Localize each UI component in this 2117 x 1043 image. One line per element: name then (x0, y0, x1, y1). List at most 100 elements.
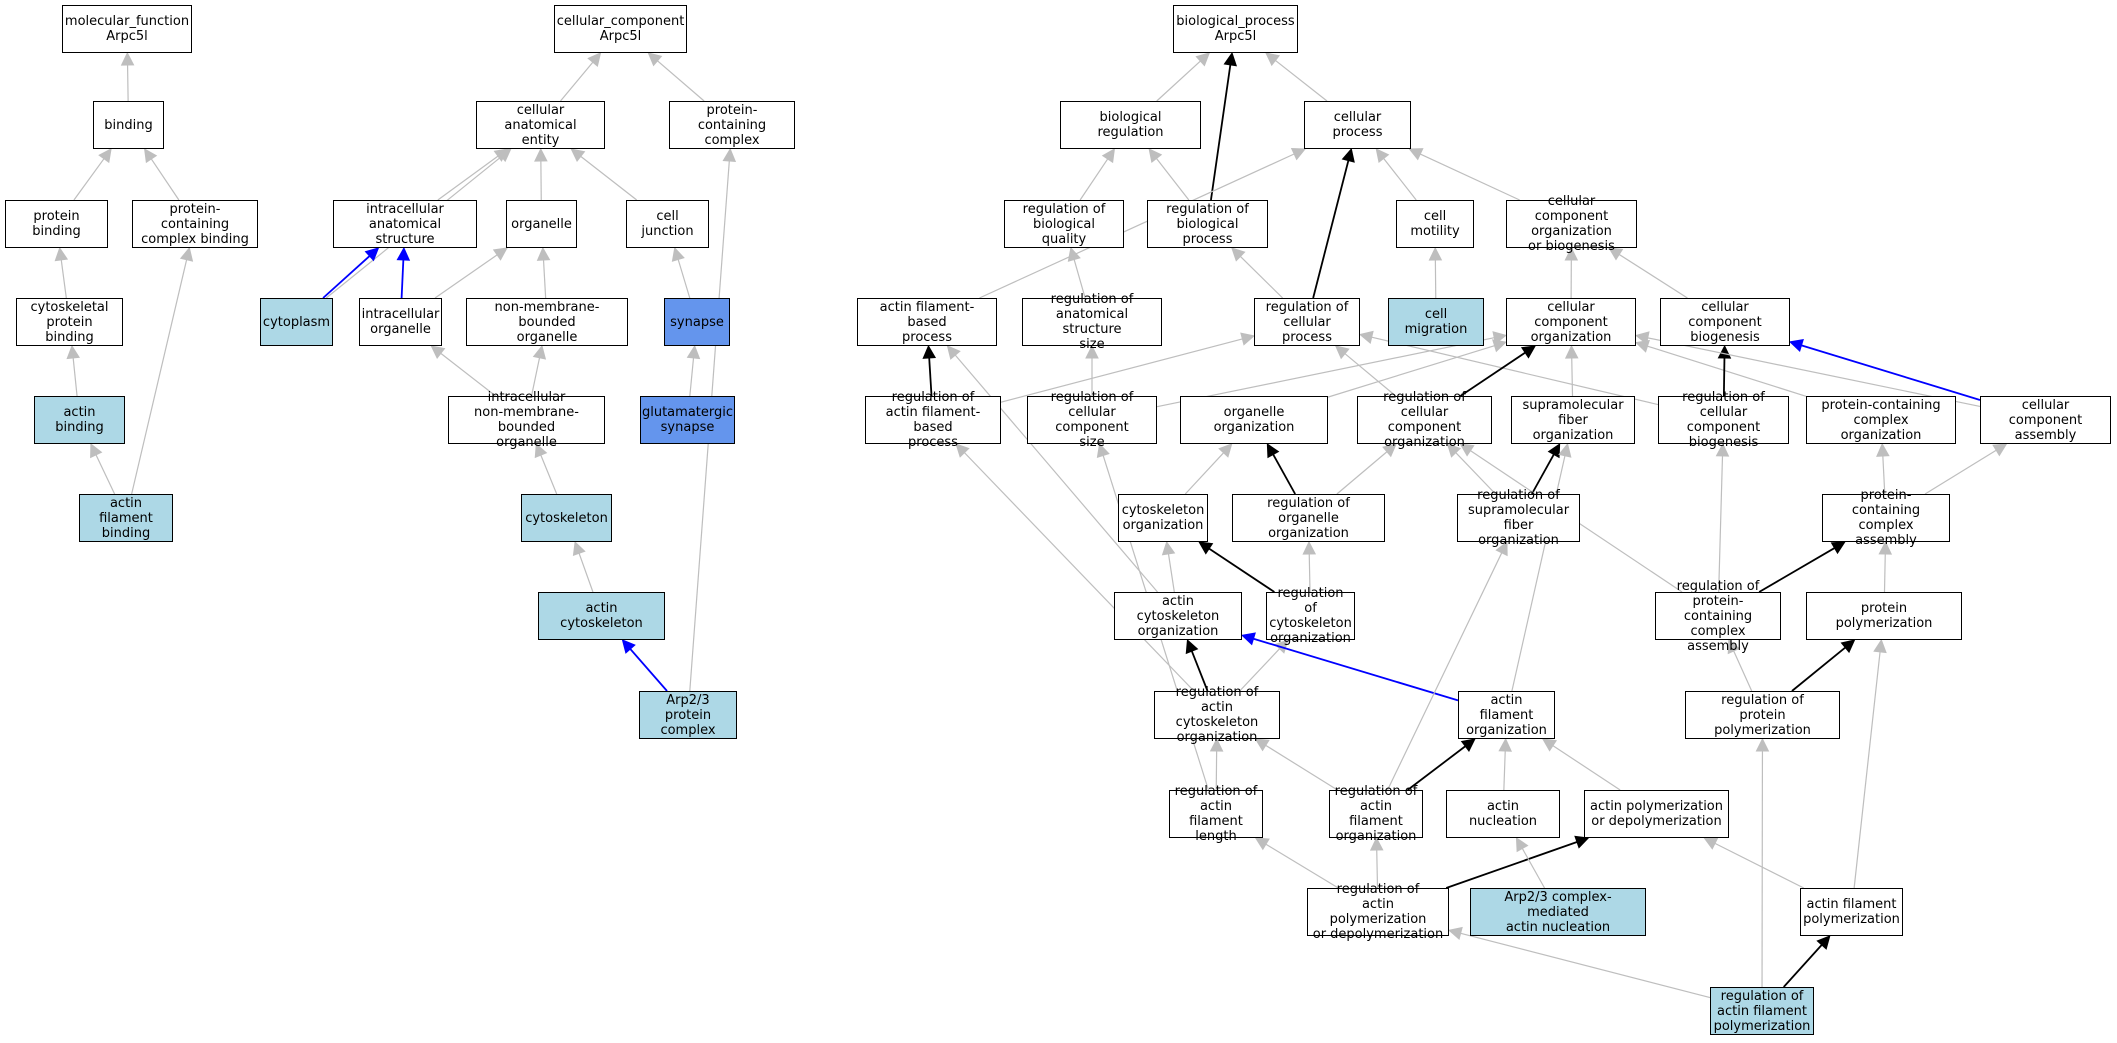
edge-reg_cco-to-reg_cell_proc (1344, 353, 1397, 397)
go-term-node-organelle-org[interactable]: organelle organization (1180, 396, 1328, 444)
go-term-node-reg-anat-size[interactable]: regulation of anatomical structure size (1022, 292, 1162, 352)
go-term-node-cytoskel-org[interactable]: cytoskeleton organization (1118, 494, 1208, 542)
go-term-node-ic-organelle[interactable]: intracellular organelle (359, 298, 442, 346)
arrowhead-actin_cytoskeleton-to-cytoskeleton (572, 540, 586, 557)
arrowhead-cyto_prot_binding-to-prot_binding (54, 246, 69, 262)
arrowhead-organelle-to-cae (534, 147, 548, 162)
go-term-node-af-polym[interactable]: actin filament polymerization (1800, 888, 1903, 936)
go-term-node-reg-ccb[interactable]: regulation of cellular component biogene… (1658, 390, 1789, 450)
go-term-node-cae[interactable]: cellular anatomical entity (476, 101, 605, 149)
go-term-node-reg-prot-polym[interactable]: regulation of protein polymerization (1685, 691, 1840, 739)
edge-reg_organelle_org-to-organelle_org (1272, 454, 1296, 495)
edge-actin_cytoskel_org-to-cytoskel_org (1167, 553, 1175, 593)
arrowhead-reg_ccb-to-reg_cell_proc (1358, 330, 1374, 344)
arrowhead-arp23_nucleation-to-actin_nucleation (1515, 837, 1529, 853)
go-term-node-organelle[interactable]: organelle (506, 200, 577, 248)
go-term-node-af-org[interactable]: actin filament organization (1458, 691, 1555, 739)
edge-actin_polym_depolym-to-af_org (1552, 745, 1621, 791)
go-term-node-actin-cytoskel-org[interactable]: actin cytoskeleton organization (1114, 592, 1242, 640)
go-term-node-bp[interactable]: biological_process Arpc5l (1173, 5, 1298, 53)
edge-afbp-to-cell_proc (979, 153, 1295, 299)
go-term-node-actin-binding[interactable]: actin binding (34, 396, 125, 444)
go-term-node-afbp[interactable]: actin filament-based process (857, 298, 997, 346)
arrowhead-reg_afbp-to-afbp (922, 344, 937, 359)
go-term-node-supra-fiber-org[interactable]: supramolecular fiber organization (1511, 396, 1635, 444)
go-term-node-cell-junction[interactable]: cell junction (626, 200, 709, 248)
go-term-node-cytoskeleton[interactable]: cytoskeleton (521, 494, 612, 542)
edge-arp23-to-actin_cytoskeleton (629, 648, 668, 692)
arrowhead-cell_proc-to-bp (1265, 52, 1281, 67)
arrowhead-reg_organelle_org-to-reg_cco (1382, 443, 1397, 458)
go-term-node-cell-proc[interactable]: cellular process (1304, 101, 1411, 149)
go-term-node-actin-cytoskeleton[interactable]: actin cytoskeleton (538, 592, 665, 640)
edge-reg_organelle_org-to-reg_cco (1336, 451, 1388, 495)
go-term-node-bio-reg[interactable]: biological regulation (1060, 101, 1201, 149)
edge-reg_actin_cytoskel_org-to-actin_cytoskel_org (1191, 650, 1209, 692)
edge-reg_af_polym-to-af_polym (1783, 944, 1823, 988)
go-term-node-actin-nucleation[interactable]: actin nucleation (1446, 790, 1560, 838)
go-term-node-glut-synapse[interactable]: glutamatergic synapse (640, 396, 735, 444)
go-term-node-mf[interactable]: molecular_function Arpc5l (62, 5, 192, 53)
go-term-node-cca[interactable]: cellular component assembly (1980, 396, 2111, 444)
go-term-node-synapse[interactable]: synapse (664, 298, 730, 346)
go-term-node-reg-cell-proc[interactable]: regulation of cellular process (1254, 298, 1360, 346)
go-term-node-reg-cytoskel-org[interactable]: regulation of cytoskeleton organization (1266, 586, 1355, 646)
go-term-node-arp23[interactable]: Arp2/3 protein complex (639, 691, 737, 739)
arrowhead-cytoplasm-to-ias (364, 247, 380, 262)
go-term-node-prot-polym[interactable]: protein polymerization (1806, 592, 1962, 640)
go-term-node-pcc-binding[interactable]: protein-containing complex binding (132, 200, 258, 248)
go-term-node-reg-cc-size[interactable]: regulation of cellular component size (1027, 390, 1157, 450)
go-term-node-reg-bio-proc[interactable]: regulation of biological process (1147, 200, 1268, 248)
go-term-node-prot-binding[interactable]: protein binding (5, 200, 108, 248)
go-term-node-reg-af-polym[interactable]: regulation of actin filament polymerizat… (1710, 987, 1814, 1035)
go-term-node-reg-cco[interactable]: regulation of cellular component organiz… (1357, 390, 1492, 450)
arrowhead-af_org-to-supra_fiber_org (1558, 442, 1572, 458)
arrowhead-reg_cell_proc-to-reg_bio_proc (1231, 247, 1246, 262)
go-term-node-cytoplasm[interactable]: cytoplasm (260, 298, 333, 346)
arrowhead-prot_binding-to-binding (98, 148, 112, 164)
edge-cell_junction-to-cae (580, 155, 638, 201)
go-term-node-nmb-organelle[interactable]: non-membrane-bounded organelle (466, 298, 628, 346)
go-term-node-ccb[interactable]: cellular component biogenesis (1660, 298, 1790, 346)
edge-nmb_organelle-to-organelle (542, 259, 547, 299)
arrowhead-pcc_assembly-to-cca (1992, 443, 2008, 457)
go-term-node-cc[interactable]: cellular_component Arpc5l (554, 5, 687, 53)
go-term-node-reg-actin-cytoskel-org[interactable]: regulation of actin cytoskeleton organiz… (1154, 685, 1280, 745)
go-term-node-cco[interactable]: cellular component organization (1506, 298, 1636, 346)
edge-ias-to-cae (437, 155, 499, 201)
arrowhead-reg_af_length-to-reg_cc_size (1096, 442, 1110, 458)
go-term-node-ias[interactable]: intracellular anatomical structure (333, 200, 477, 248)
edge-pcc_assembly-to-pcc_org (1882, 455, 1886, 495)
go-term-node-ic-nmb-organelle[interactable]: intracellular non-membrane-bounded organ… (448, 390, 605, 450)
edge-reg_ccb-to-reg_cell_proc (1371, 336, 1659, 406)
go-term-node-pcc-assembly[interactable]: protein-containing complex assembly (1822, 488, 1950, 548)
edge-reg_actin_polym_depolym-to-actin_polym_depolym (1445, 841, 1578, 889)
go-term-node-arp23-nucleation[interactable]: Arp2/3 complex-mediated actin nucleation (1470, 888, 1646, 936)
go-term-node-pcc[interactable]: protein-containing complex (669, 101, 795, 149)
go-term-node-af-binding[interactable]: actin filament binding (79, 494, 173, 542)
arrowhead-pcc_assembly-to-pcc_org (1876, 442, 1890, 457)
edge-organelle_org-to-cco (1327, 345, 1495, 398)
go-term-node-reg-af-length[interactable]: regulation of actin filament length (1169, 784, 1263, 844)
edge-actin_binding-to-cyto_prot_binding (72, 357, 78, 397)
go-term-node-reg-organelle-org[interactable]: regulation of organelle organization (1232, 494, 1385, 542)
edge-reg_anat_size-to-reg_bio_quality (1073, 259, 1086, 299)
go-term-node-reg-bio-quality[interactable]: regulation of biological quality (1004, 200, 1124, 248)
go-term-node-actin-polym-depolym[interactable]: actin polymerization or depolymerization (1584, 790, 1729, 838)
go-term-node-reg-pcc-assembly[interactable]: regulation of protein-containing complex… (1655, 579, 1781, 654)
go-term-node-cell-migration[interactable]: cell migration (1388, 298, 1484, 346)
edge-actin_cytoskeleton-to-cytoskeleton (578, 553, 594, 593)
go-term-node-cco-bio[interactable]: cellular component organization or bioge… (1506, 194, 1637, 254)
go-term-node-cell-motility[interactable]: cell motility (1396, 200, 1474, 248)
go-term-node-reg-afbp[interactable]: regulation of actin filament-based proce… (865, 390, 1001, 450)
go-term-node-reg-actin-polym-depolym[interactable]: regulation of actin polymerization or de… (1307, 882, 1449, 942)
go-term-node-reg-af-org[interactable]: regulation of actin filament organizatio… (1329, 784, 1423, 844)
arrowhead-reg_pcc_assembly-to-reg_cco (1459, 443, 1475, 457)
arrowhead-cca-to-ccb (1788, 339, 1804, 353)
go-term-node-pcc-org[interactable]: protein-containing complex organization (1806, 396, 1956, 444)
go-term-node-reg-supra-fiber[interactable]: regulation of supramolecular fiber organ… (1457, 488, 1580, 548)
go-term-node-binding[interactable]: binding (93, 101, 164, 149)
edge-reg_cell_proc-to-reg_bio_proc (1239, 255, 1284, 299)
go-term-node-cyto-prot-binding[interactable]: cytoskeletal protein binding (16, 298, 123, 346)
